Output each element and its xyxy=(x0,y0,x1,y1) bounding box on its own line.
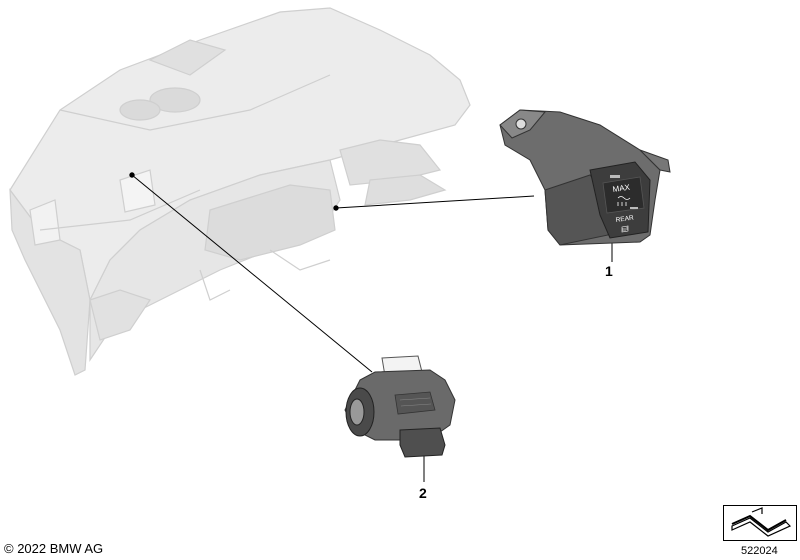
defroster-switch-part: MAX REAR xyxy=(499,109,671,246)
callout-number-2: 2 xyxy=(419,485,427,501)
navigation-box[interactable] xyxy=(723,505,797,541)
arrow-turn-icon xyxy=(731,507,792,537)
rear-label: REAR xyxy=(615,214,634,223)
leader-dot-2 xyxy=(129,172,135,178)
leader-line-2-to-dashboard xyxy=(131,174,373,373)
front-defrost-icon xyxy=(617,196,631,206)
diagram-number: 522024 xyxy=(741,545,778,557)
copyright-text: © 2022 BMW AG xyxy=(4,541,104,556)
callout-number-1: 1 xyxy=(605,263,613,279)
leader-lines xyxy=(129,172,613,482)
sensor-module-part xyxy=(344,355,456,458)
max-label: MAX xyxy=(612,183,631,194)
dashboard-illustration xyxy=(9,7,471,376)
leader-line-1-to-dashboard xyxy=(335,195,535,209)
rear-defrost-icon xyxy=(621,225,629,233)
leader-dot-1 xyxy=(333,205,339,211)
